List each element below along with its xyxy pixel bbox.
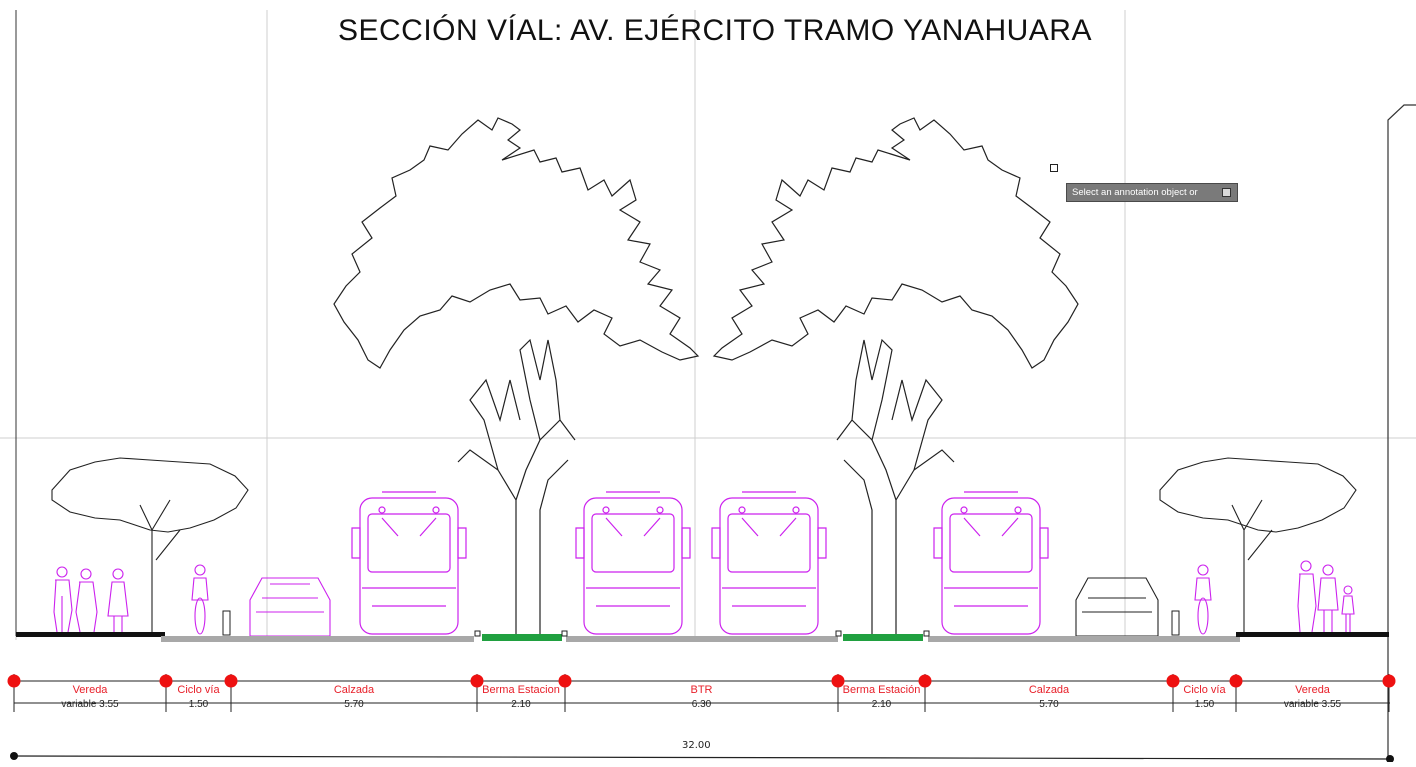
dimension-node[interactable] [1382, 674, 1396, 688]
segment-dimension: 6.30 [692, 699, 712, 710]
dimension-node[interactable] [918, 674, 932, 688]
selection-grip-icon[interactable] [1050, 164, 1058, 172]
dimension-node[interactable] [159, 674, 173, 688]
dimension-node[interactable] [1229, 674, 1243, 688]
drawing-title: SECCIÓN VÍAL: AV. EJÉRCITO TRAMO YANAHUA… [338, 14, 1092, 47]
tooltip-dropdown-icon[interactable] [1222, 188, 1231, 197]
segment-dimension: 2.10 [872, 699, 892, 710]
car-right [1075, 577, 1159, 637]
grid-lines [0, 10, 1416, 640]
sidewalk-left [16, 632, 165, 637]
segment-label: Ciclo vía [177, 684, 220, 696]
segment-label: BTR [691, 684, 713, 696]
bus-4 [933, 491, 1049, 635]
bus-1 [351, 491, 467, 635]
large-tree-right [712, 117, 1079, 636]
total-dimension-label: 32.00 [682, 740, 711, 751]
dimension-node[interactable] [224, 674, 238, 688]
segment-label: Calzada [1029, 684, 1070, 696]
pedestrians-right [1297, 560, 1355, 633]
bus-2 [575, 491, 691, 635]
segment-dimension: 5.70 [344, 699, 364, 710]
median-right [843, 634, 923, 641]
building-outline [1387, 104, 1416, 760]
segment-dimension: 2.10 [511, 699, 531, 710]
tooltip-text: Select an annotation object or [1072, 187, 1198, 198]
dimension-node[interactable] [1166, 674, 1180, 688]
curb-markers [474, 630, 930, 637]
bus-3 [711, 491, 827, 635]
dimension-node[interactable] [831, 674, 845, 688]
segment-label: Berma Estación [843, 684, 921, 696]
segment-dimension: 1.50 [1195, 699, 1215, 710]
dimension-node[interactable] [558, 674, 572, 688]
car-left [249, 577, 331, 637]
buses [351, 491, 1049, 635]
segment-label: Vereda [1295, 684, 1331, 696]
bollard-right [1171, 610, 1180, 636]
segment-dimension: variable 3.55 [61, 699, 119, 710]
segment-labels: Vereda variable 3.55 Ciclo vía 1.50 Calzada 5… [61, 684, 1341, 710]
command-tooltip: Select an annotation object or [1066, 183, 1238, 202]
total-dimension-start [10, 752, 18, 760]
segment-dimension: variable 3.55 [1284, 699, 1342, 710]
small-tree-left [51, 457, 249, 632]
segment-label: Ciclo vía [1183, 684, 1226, 696]
total-dimension-end [1386, 755, 1394, 763]
dimension-node[interactable] [7, 674, 21, 688]
total-dimension-line [13, 755, 1391, 760]
segment-label: Vereda [73, 684, 109, 696]
large-tree-left [333, 117, 700, 636]
road-center [566, 636, 838, 642]
median-left [482, 634, 562, 641]
segment-dimension: 5.70 [1039, 699, 1059, 710]
dimension-nodes [7, 674, 1396, 688]
bollard-left [222, 610, 231, 636]
segment-label: Calzada [334, 684, 375, 696]
segment-label: Berma Estacion [482, 684, 560, 696]
pedestrians-left [53, 566, 129, 633]
segment-dimension: 1.50 [189, 699, 209, 710]
cyclist-left [191, 564, 209, 635]
small-tree-right [1159, 457, 1357, 632]
dimension-node[interactable] [470, 674, 484, 688]
road-left [161, 636, 474, 642]
road-right [928, 636, 1240, 642]
sidewalk-right [1236, 632, 1389, 637]
cyclist-right [1194, 564, 1212, 635]
